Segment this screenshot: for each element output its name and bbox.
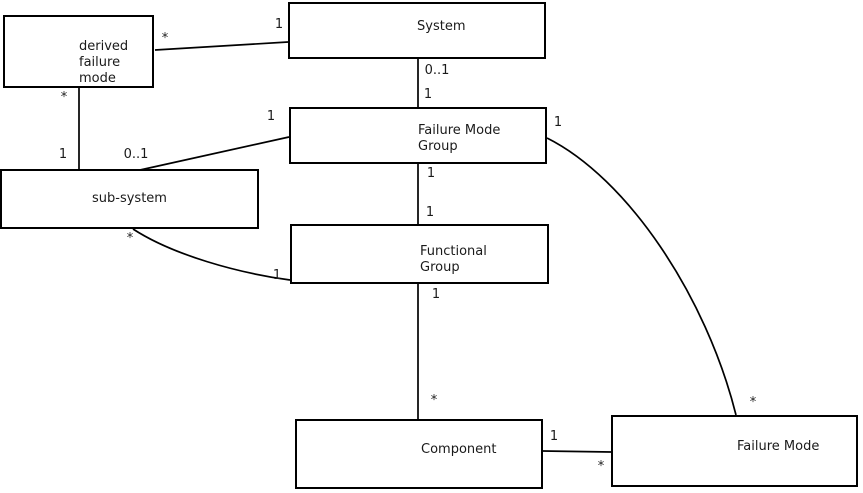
edge-derived-failure-mode-system [154,41,289,51]
mult-failure-mode-group-functional-group-source: 1 [426,166,436,181]
node-derived-failure-mode-label: derived failure mode [79,39,129,86]
node-sub-system-label: sub-system [92,191,167,206]
mult-sub-system-failure-mode-group-target: 1 [266,109,276,124]
mult-functional-group-component-target: * [430,393,438,408]
edge-sub-system-failure-mode-group [139,136,290,171]
node-derived-failure-mode: derived failure mode [3,15,154,88]
edge-component-failure-mode [542,450,612,453]
mult-failure-mode-group-failure-mode-target: * [749,395,757,410]
mult-derived-failure-mode-system-target: 1 [274,17,284,32]
mult-system-failure-mode-group-target: 1 [423,87,433,102]
mult-functional-group-component-source: 1 [431,287,441,302]
edge-sub-system-functional-group [132,228,291,281]
edge-failure-mode-group-failure-mode [546,137,737,416]
mult-derived-failure-mode-sub-system-source: * [60,90,68,105]
mult-sub-system-functional-group-target: 1 [272,268,282,283]
node-failure-mode-label: Failure Mode [737,439,820,454]
mult-derived-failure-mode-sub-system-target: 1 [58,147,68,162]
mult-derived-failure-mode-system-source: * [161,31,169,46]
node-failure-mode-group-label: Failure Mode Group [418,123,501,154]
node-functional-group-label: Functional Group [420,244,487,275]
node-functional-group: Functional Group [290,224,549,284]
node-system: System [288,2,546,59]
mult-sub-system-failure-mode-group-source: 0..1 [123,147,149,162]
mult-sub-system-functional-group-source: * [126,231,134,246]
mult-system-failure-mode-group-source: 0..1 [424,63,450,78]
node-failure-mode-group: Failure Mode Group [289,107,547,164]
mult-failure-mode-group-failure-mode-source: 1 [553,115,563,130]
node-component-label: Component [421,442,497,457]
mult-failure-mode-group-functional-group-target: 1 [425,205,435,220]
node-failure-mode: Failure Mode [611,415,858,487]
mult-component-failure-mode-target: * [597,459,605,474]
node-component: Component [295,419,543,489]
node-system-label: System [417,19,466,34]
node-sub-system: sub-system [0,169,259,229]
mult-component-failure-mode-source: 1 [549,429,559,444]
